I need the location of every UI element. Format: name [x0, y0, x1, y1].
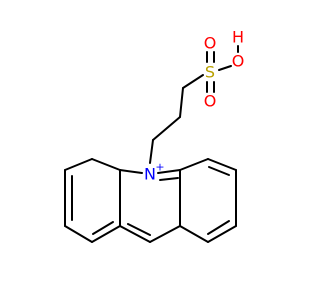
atom-labels: N + S O O O H — [144, 28, 244, 184]
bond — [91, 158, 121, 171]
bond — [152, 116, 181, 141]
bond — [208, 166, 230, 176]
nitrogen-label: N — [144, 165, 156, 184]
bond — [127, 223, 151, 236]
bond — [179, 87, 184, 118]
bond — [207, 220, 230, 235]
hydrogen-label: H — [232, 28, 244, 47]
nitrogen-charge: + — [155, 161, 164, 174]
structure-diagram: N + S O O O H — [64, 28, 244, 243]
bond — [149, 225, 181, 243]
bond — [207, 225, 237, 243]
bond — [64, 158, 93, 171]
oxygen-bottom-label: O — [204, 92, 217, 111]
bond — [207, 158, 237, 171]
acridine-ring-system — [64, 158, 237, 243]
bond — [179, 225, 209, 243]
bond — [179, 158, 209, 171]
bond — [91, 225, 121, 243]
bond — [182, 74, 204, 89]
bond — [159, 177, 179, 181]
bond — [119, 225, 151, 243]
oxygen-hydroxyl-label: O — [232, 52, 245, 71]
sulfonic-acid-group — [206, 45, 239, 93]
propyl-chain — [149, 74, 204, 164]
bond — [119, 169, 143, 174]
bond — [149, 139, 154, 164]
bond — [92, 221, 114, 235]
oxygen-top-label: O — [204, 34, 217, 53]
bond — [218, 65, 232, 71]
sulfur-label: S — [205, 63, 215, 82]
bond — [157, 169, 181, 174]
bond — [64, 225, 93, 243]
